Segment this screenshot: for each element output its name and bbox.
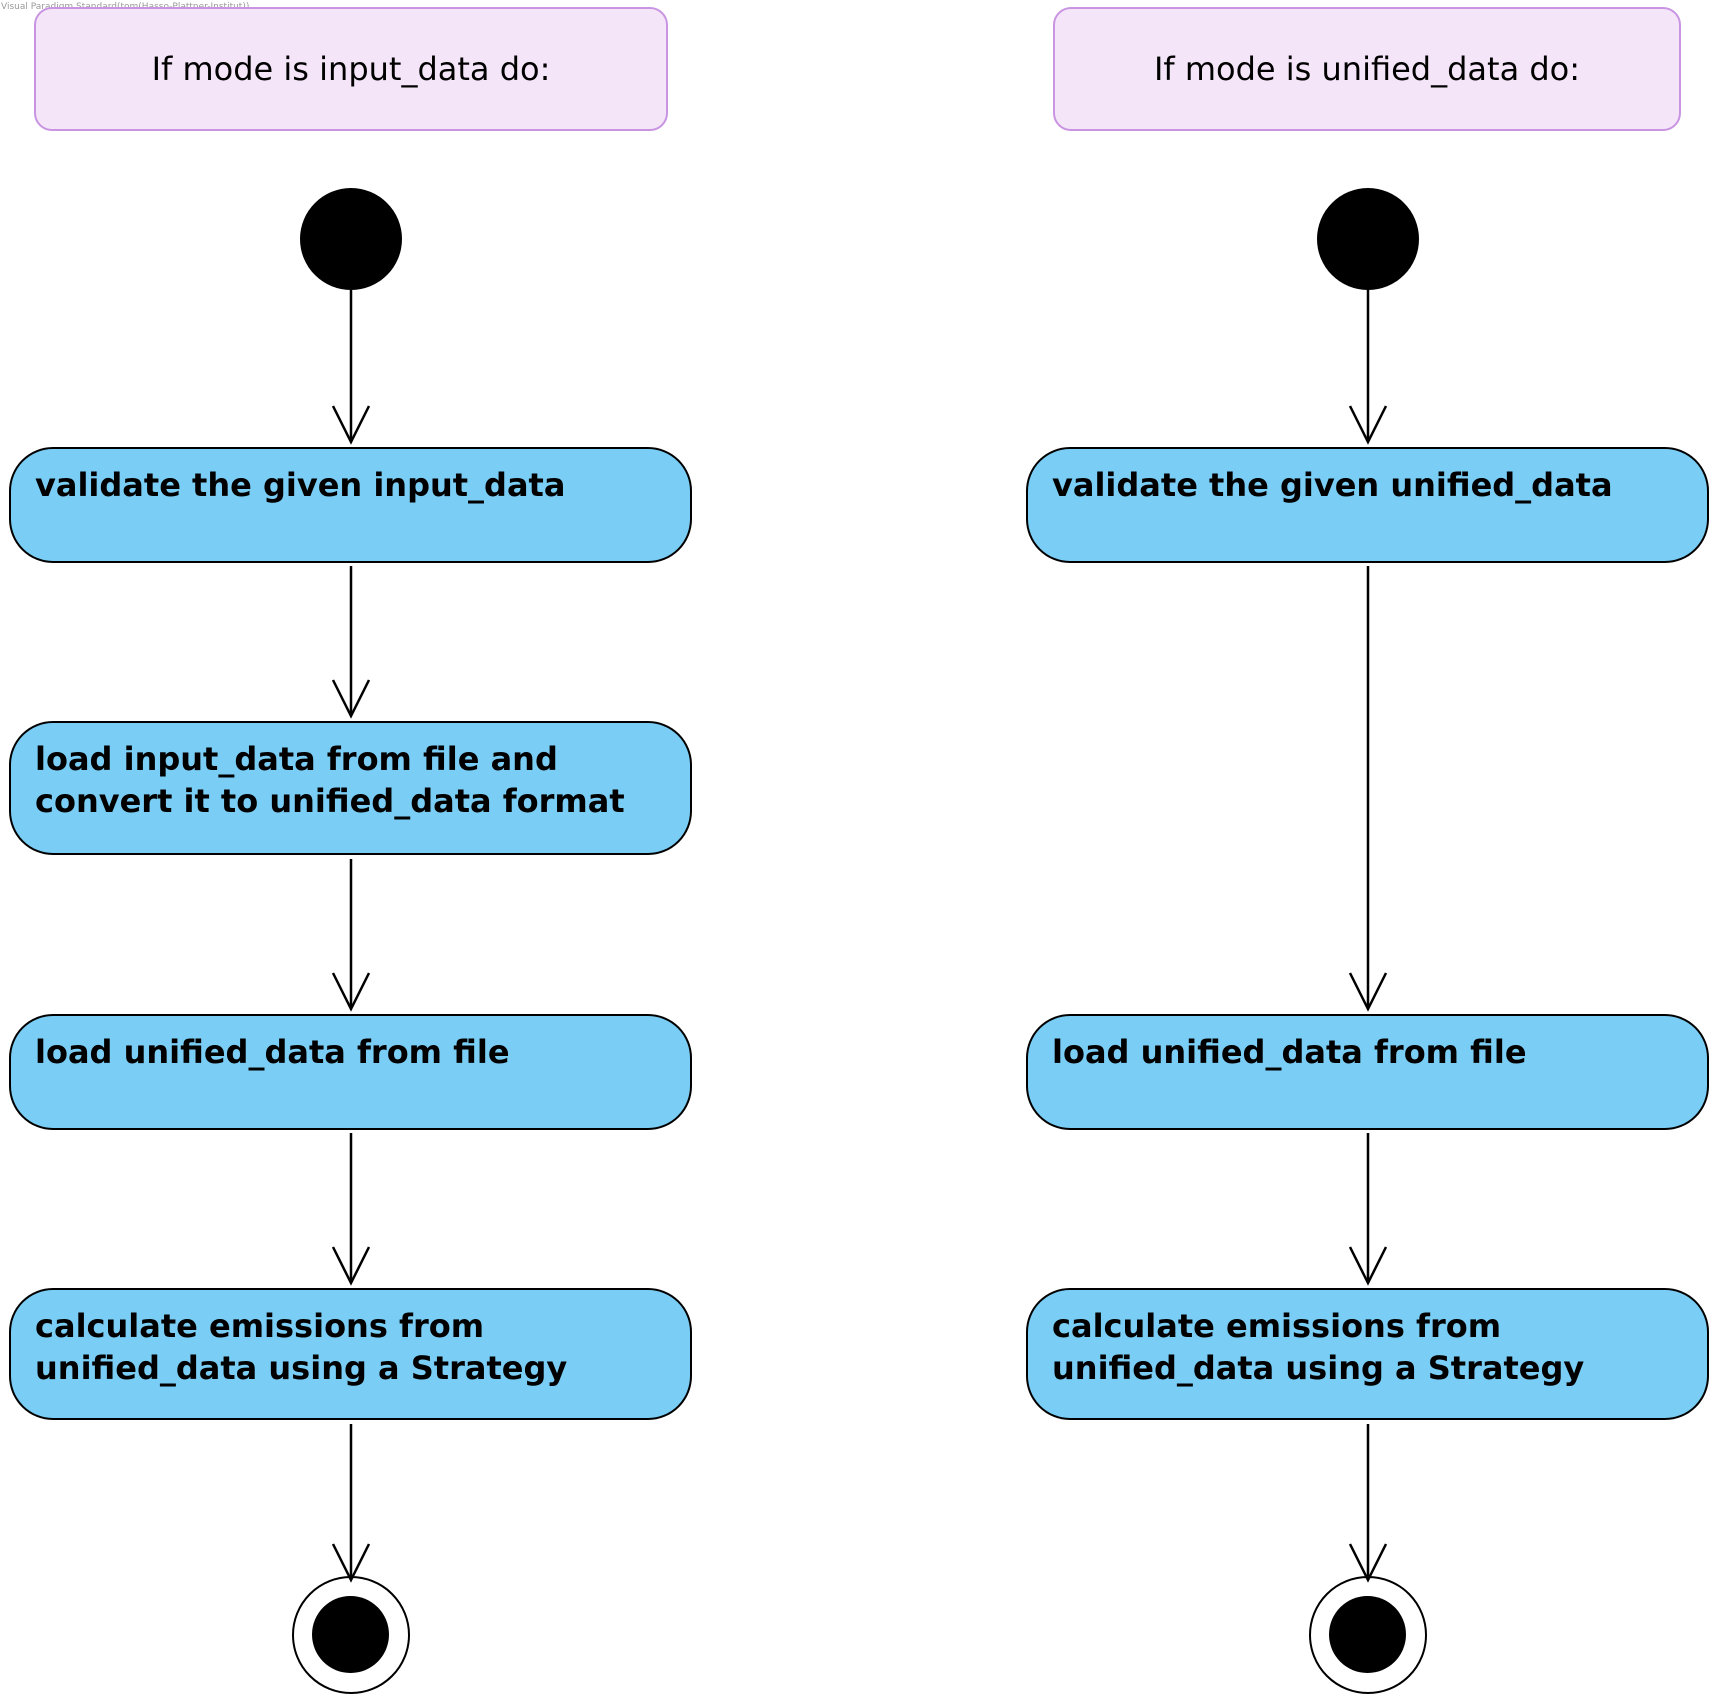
action-label: validate the given unified_data	[1052, 466, 1613, 504]
final-node-input-data	[292, 1576, 410, 1694]
action-label: unified_data using a Strategy	[35, 1349, 568, 1387]
action-load-unified-data-left[interactable]: load unified_data from file	[9, 1014, 692, 1130]
control-flow-arrow	[1348, 1424, 1388, 1583]
initial-node-input-data	[300, 188, 402, 290]
control-flow-arrow	[1348, 1133, 1388, 1286]
control-flow-arrow	[1348, 566, 1388, 1012]
control-flow-arrow	[331, 290, 371, 445]
action-label: convert it to unified_data format	[35, 782, 625, 820]
action-label: load unified_data from file	[1052, 1033, 1527, 1071]
action-label: calculate emissions from	[35, 1307, 485, 1345]
action-validate-unified-data[interactable]: validate the given unified_data	[1026, 447, 1709, 563]
lane-title-input-data: If mode is input_data do:	[34, 7, 668, 131]
control-flow-arrow	[331, 1133, 371, 1286]
control-flow-arrow	[331, 859, 371, 1012]
control-flow-arrow	[331, 1424, 371, 1583]
control-flow-arrow	[331, 566, 371, 719]
action-validate-input-data[interactable]: validate the given input_data	[9, 447, 692, 563]
action-load-and-convert-input-data[interactable]: load input_data from file and convert it…	[9, 721, 692, 855]
action-label: unified_data using a Strategy	[1052, 1349, 1585, 1387]
action-calculate-emissions-left[interactable]: calculate emissions from unified_data us…	[9, 1288, 692, 1420]
action-label: validate the given input_data	[35, 466, 566, 504]
action-label: load unified_data from file	[35, 1033, 510, 1071]
final-node-core	[312, 1596, 389, 1673]
lane-title-unified-data: If mode is unified_data do:	[1053, 7, 1681, 131]
action-load-unified-data-right[interactable]: load unified_data from file	[1026, 1014, 1709, 1130]
action-calculate-emissions-right[interactable]: calculate emissions from unified_data us…	[1026, 1288, 1709, 1420]
control-flow-arrow	[1348, 290, 1388, 445]
action-label: load input_data from file and	[35, 740, 558, 778]
action-label: calculate emissions from	[1052, 1307, 1502, 1345]
final-node-core	[1329, 1596, 1406, 1673]
initial-node-unified-data	[1317, 188, 1419, 290]
